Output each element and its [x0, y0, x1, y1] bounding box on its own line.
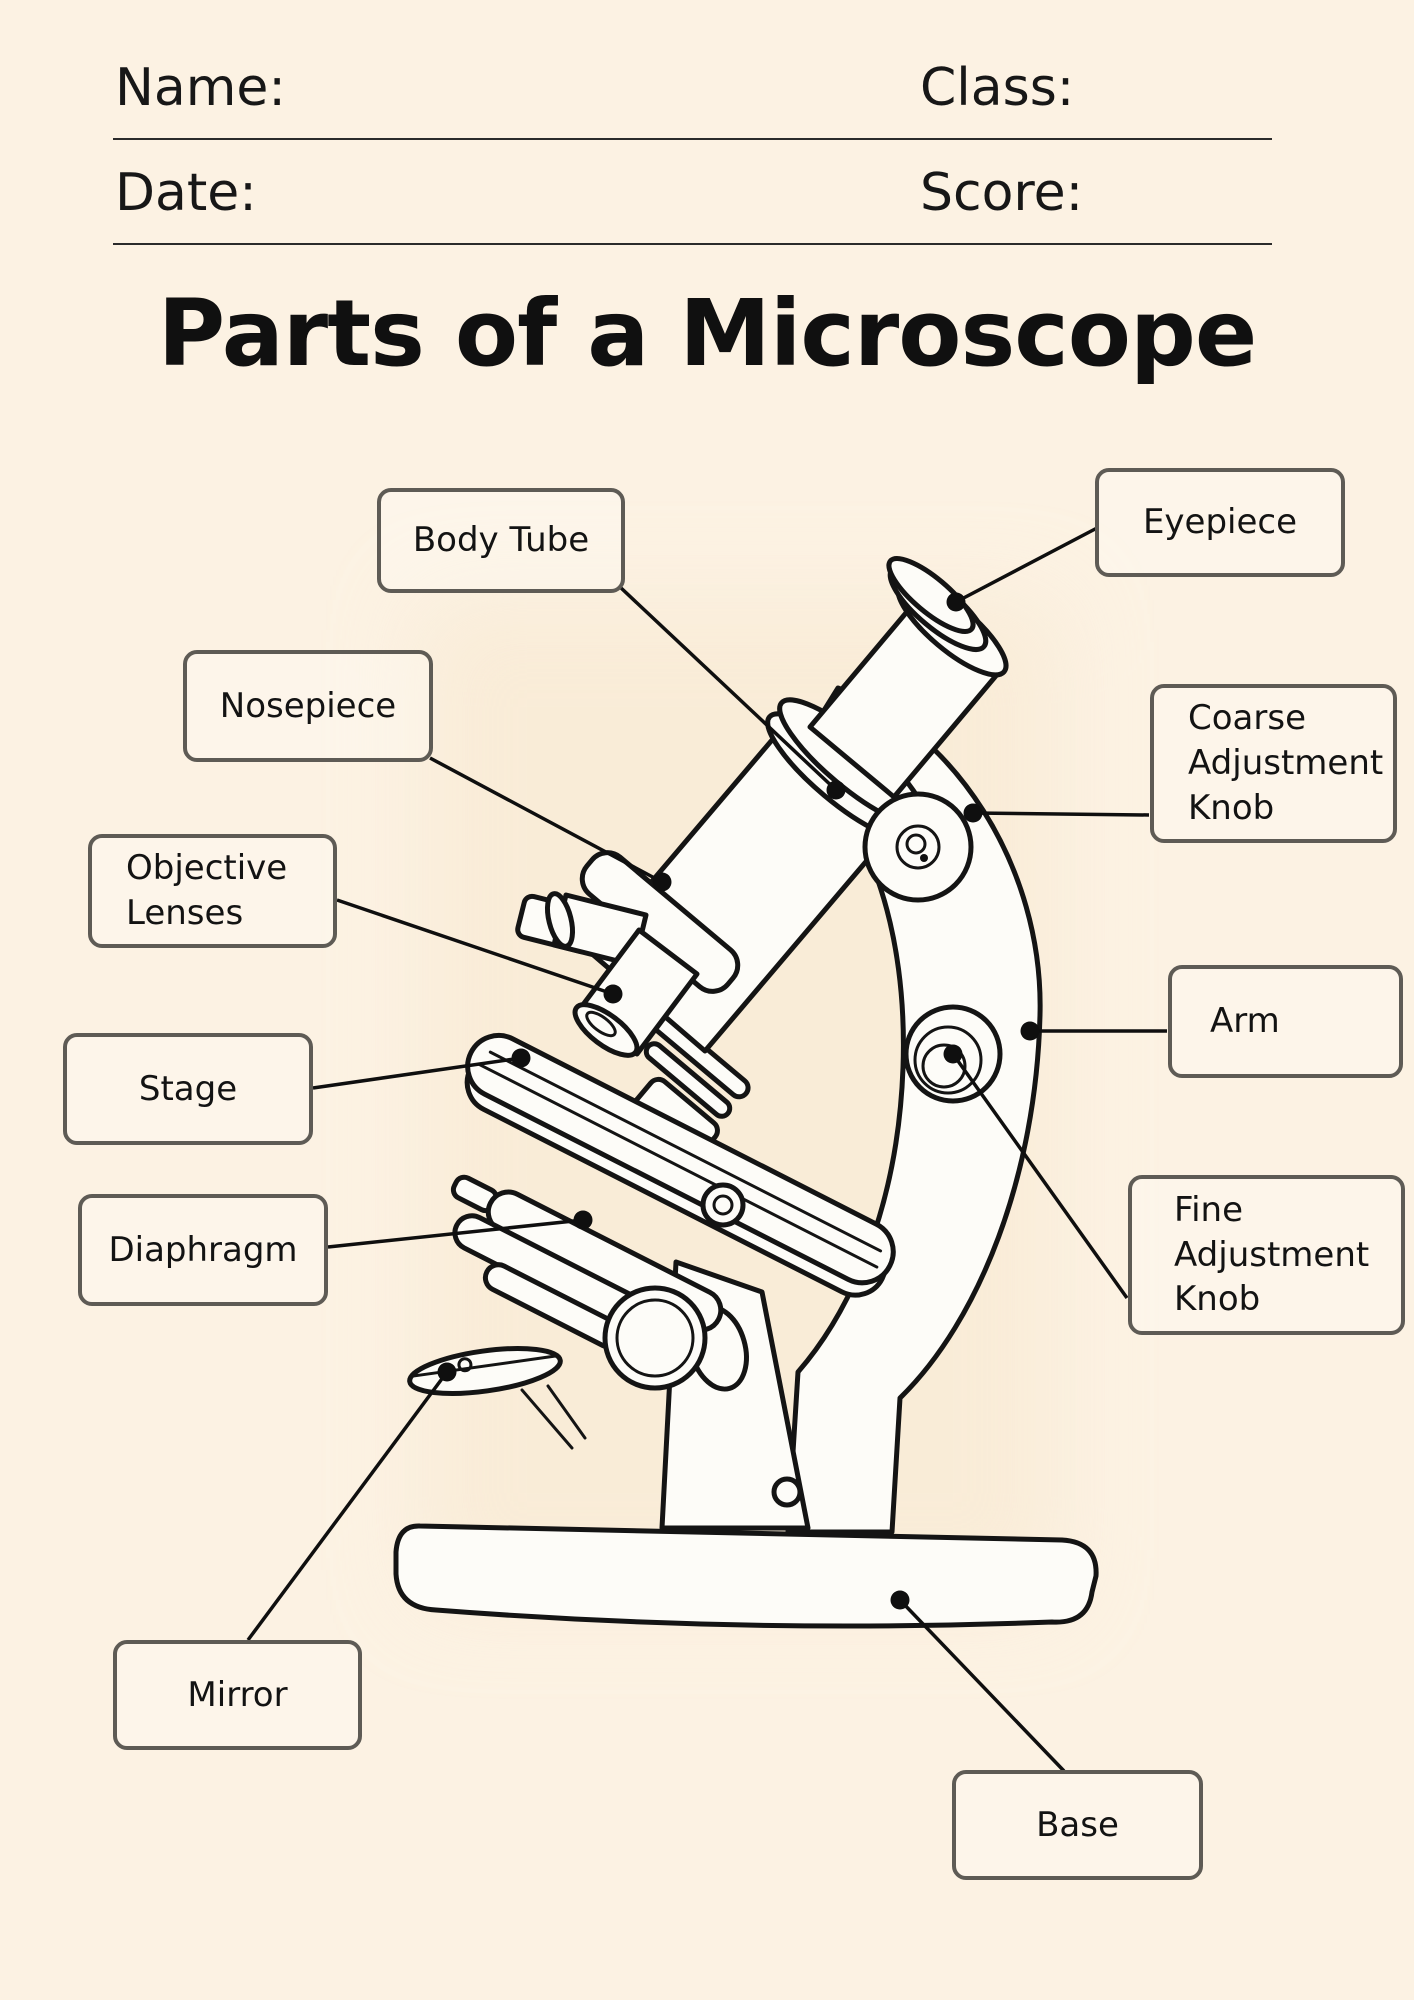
label-box-nosepiece: Nosepiece	[183, 650, 433, 762]
header-rule-2	[113, 243, 1272, 245]
class-label: Class:	[920, 58, 1075, 118]
label-text: Objective Lenses	[126, 848, 288, 933]
label-box-base: Base	[952, 1770, 1203, 1880]
label-text: Stage	[138, 1068, 238, 1109]
eyepiece-top	[886, 556, 976, 634]
mirror-shape	[407, 1346, 587, 1450]
label-text: Base	[1036, 1804, 1119, 1845]
arm-shape	[785, 685, 1043, 1535]
leader-base	[890, 1590, 1066, 1773]
leader-fine-knob	[943, 1044, 1129, 1300]
leader-body-tube	[618, 585, 846, 800]
page-title: Parts of a Microscope	[157, 280, 1258, 387]
label-box-mirror: Mirror	[113, 1640, 362, 1750]
label-text: Eyepiece	[1142, 502, 1298, 543]
leader-stage	[312, 1048, 531, 1090]
stage-shape	[464, 1032, 896, 1298]
coarse-knob-shape	[862, 791, 974, 903]
base-shape	[393, 1523, 1099, 1629]
label-text: Diaphragm	[108, 1229, 298, 1270]
name-label: Name:	[115, 58, 286, 118]
pillar-screw	[771, 1476, 803, 1508]
leader-nosepiece	[429, 756, 672, 892]
label-box-objective-lenses: Objective Lenses	[88, 834, 337, 948]
label-box-diaphragm: Diaphragm	[78, 1194, 328, 1306]
label-box-stage: Stage	[63, 1033, 313, 1145]
leader-eyepiece	[946, 526, 1098, 612]
objective-lenses-shape	[544, 891, 700, 1058]
stage-clip-knob	[700, 1182, 746, 1228]
label-text: Mirror	[187, 1674, 288, 1715]
label-box-body-tube: Body Tube	[377, 488, 625, 593]
label-text: Fine Adjustment Knob	[1174, 1189, 1370, 1320]
score-label: Score:	[920, 163, 1084, 223]
leader-objective-lenses	[336, 898, 623, 1004]
label-box-fine-adjustment-knob: Fine Adjustment Knob	[1128, 1175, 1405, 1335]
label-box-eyepiece: Eyepiece	[1095, 468, 1345, 577]
leader-arm	[1020, 1021, 1167, 1041]
label-text: Nosepiece	[219, 685, 397, 726]
condenser-shape	[602, 1285, 708, 1391]
header-rule-1	[113, 138, 1272, 140]
label-text: Coarse Adjustment Knob	[1188, 698, 1384, 828]
date-label: Date:	[115, 163, 257, 223]
leader-mirror	[246, 1362, 457, 1642]
label-box-arm: Arm	[1168, 965, 1403, 1078]
label-text: Body Tube	[412, 520, 590, 561]
leader-coarse-knob	[963, 803, 1150, 823]
label-text: Arm	[1210, 1001, 1280, 1042]
leader-diaphragm	[327, 1210, 593, 1249]
label-box-coarse-adjustment-knob: Coarse Adjustment Knob	[1150, 684, 1397, 843]
